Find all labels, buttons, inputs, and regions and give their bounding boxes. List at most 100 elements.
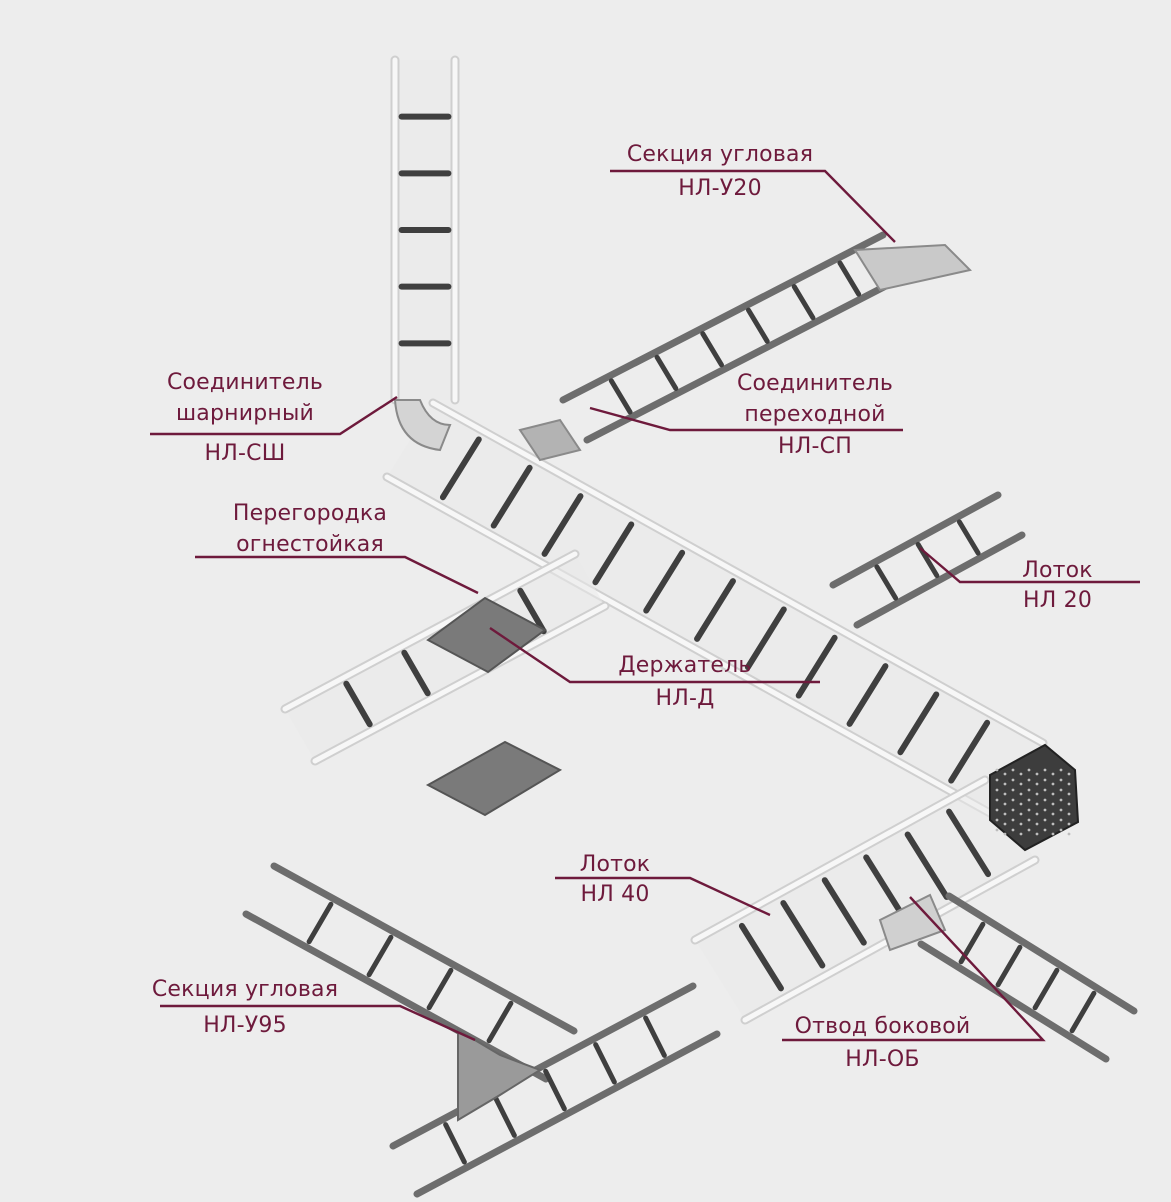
callout-nl40-name: Лоток	[579, 852, 651, 877]
perforation-dot	[1003, 802, 1007, 806]
leader-line-7	[160, 1004, 476, 1042]
left-branch-tray-rung	[343, 680, 373, 728]
callout-nl40-code: НЛ 40	[580, 882, 650, 907]
lower-tray-rail-left-face	[692, 777, 988, 943]
perforation-dot	[1067, 832, 1071, 836]
callout-sp-name-line1: Соединитель	[736, 371, 894, 396]
callout-sh-name-line1: Соединитель	[166, 370, 324, 395]
perforation-dot	[1051, 772, 1055, 776]
perforation-dot	[1043, 828, 1047, 832]
lower-right-dark-tray-rung	[543, 1068, 567, 1112]
callout-sp-name-line2: переходной	[744, 402, 886, 427]
perforation-dot	[1059, 778, 1063, 782]
nl20-tray-rung	[956, 519, 981, 556]
perforation-dot	[1003, 772, 1007, 776]
perforation-dot	[1003, 812, 1007, 816]
left-branch-tray	[280, 549, 610, 766]
transition-connector	[518, 418, 582, 462]
left-branch-tray-rung	[401, 649, 431, 697]
perforation-dot	[1059, 808, 1063, 812]
leader-line-3	[195, 555, 479, 595]
lower-right-dark-tray-rung	[643, 1015, 667, 1058]
perforation-dot	[1011, 778, 1015, 782]
side-branch-tray-rung	[1069, 990, 1097, 1034]
left-branch-tray-rung	[517, 587, 547, 635]
perforation-dot	[1067, 782, 1071, 786]
callout-ob-name: Отвод боковой	[794, 1014, 971, 1039]
perforation-dot	[1019, 802, 1023, 806]
perforation-dot	[1019, 832, 1023, 836]
perforation-dot	[1011, 788, 1015, 792]
perforation-dot	[995, 818, 999, 822]
main-tray-rung	[439, 436, 482, 501]
perforation-dot	[1043, 768, 1047, 772]
upper-dark-tray	[559, 231, 911, 444]
leader-line-8	[782, 896, 1046, 1042]
perforation-dot	[1019, 772, 1023, 776]
nl20-tray-rail-right	[853, 531, 1026, 629]
main-tray-rung	[744, 606, 787, 671]
perforation-dot	[1043, 798, 1047, 802]
callout-holder-name: Держатель	[618, 653, 752, 678]
perforation-dot	[1035, 802, 1039, 806]
perforation-dot	[1003, 782, 1007, 786]
perforation-dot	[1067, 822, 1071, 826]
lower-tray-rung	[738, 922, 784, 992]
main-tray-rung	[490, 464, 533, 529]
perforation-dot	[1059, 798, 1063, 802]
leader-line-2	[589, 406, 903, 432]
main-tray-rung	[948, 719, 991, 784]
callout-partition-line1: Перегородка	[232, 501, 388, 526]
perforation-dot	[1011, 768, 1015, 772]
perforation-dot	[1027, 798, 1031, 802]
perforation-dot	[1027, 768, 1031, 772]
perforation-dot	[1003, 792, 1007, 796]
upper-dark-tray-rung	[837, 260, 862, 297]
callout-sh-name-line2: шарнирный	[175, 401, 315, 426]
perforation-dot	[1019, 822, 1023, 826]
vertical-ladder	[390, 55, 460, 405]
main-tray-rung	[897, 691, 940, 756]
lower-left-dark-tray-rung	[486, 1000, 514, 1044]
lower-right-dark-tray-rung	[443, 1122, 467, 1165]
perforation-dot	[1051, 802, 1055, 806]
callout-u95-name: Секция угловая	[151, 977, 339, 1002]
lower-left-dark-tray-rail-left	[270, 862, 578, 1035]
callout-u20-code: НЛ-У20	[678, 176, 762, 201]
main-tray-rung	[592, 521, 635, 586]
lower-right-dark-tray-rail-left	[413, 1030, 721, 1198]
perforation-dot	[1035, 812, 1039, 816]
lower-tray-base	[695, 780, 1035, 1020]
lower-left-dark-tray	[242, 862, 578, 1083]
nl20-tray-rung	[874, 564, 899, 601]
main-tray-rail-right-face	[430, 400, 1046, 746]
perforation-dot	[1067, 772, 1071, 776]
main-tray-rung	[643, 549, 686, 614]
perforation-dot	[1035, 772, 1039, 776]
perforation-dot	[1035, 782, 1039, 786]
upper-dark-tray-rail-right	[583, 271, 911, 444]
upper-dark-tray-rung	[654, 354, 679, 391]
callout-ob-code: НЛ-ОБ	[845, 1047, 920, 1072]
side-branch-tray	[917, 892, 1138, 1063]
lower-right-dark-tray-rung	[493, 1095, 517, 1138]
callout-u95-code: НЛ-У95	[203, 1013, 287, 1038]
perforation-dot	[995, 778, 999, 782]
cover-plate	[425, 740, 563, 817]
lower-tray-rung	[904, 831, 950, 900]
leader-line-4	[919, 547, 1140, 584]
perforation-dot	[1051, 822, 1055, 826]
perforation-dot	[1043, 818, 1047, 822]
tray-components	[242, 55, 1138, 1198]
perforation-dot	[1067, 812, 1071, 816]
perforation-dot	[1067, 792, 1071, 796]
perforation-dot	[1067, 802, 1071, 806]
leader-line-5	[489, 627, 820, 684]
leader-line-0	[610, 169, 896, 243]
main-tray-rung	[694, 578, 736, 642]
perforation-dot	[1051, 782, 1055, 786]
lower-left-dark-tray-rung	[426, 967, 454, 1011]
perforation-dot	[1035, 822, 1039, 826]
